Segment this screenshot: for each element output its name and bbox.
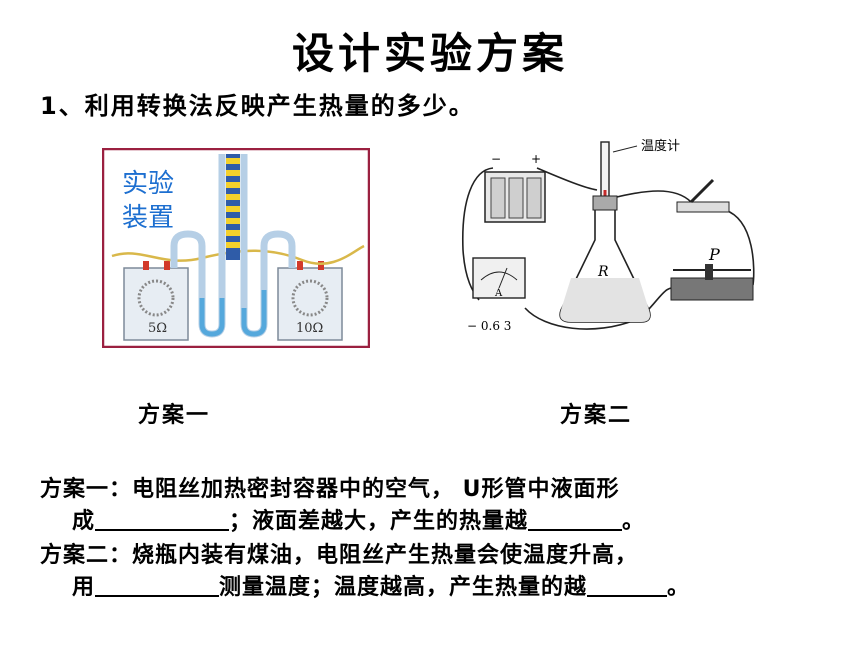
apparatus-label-line2: 装置: [122, 203, 174, 233]
battery-plus-label: +: [531, 152, 541, 166]
ammeter-terminal-labels: − 0.6 3: [467, 319, 511, 333]
plan-two-text-b: 测量温度；温度越高，产生热量的越: [219, 575, 588, 600]
plan-one-line1: 方案一：电阻丝加热密封容器中的空气， U形管中液面形: [40, 477, 620, 502]
right-container: [277, 267, 343, 341]
caption-plan-two: 方案二: [560, 403, 633, 428]
plan-two-line2: 用 测量温度；温度越高，产生热量的越 。: [40, 572, 840, 604]
experiment-apparatus-figure-1: 实验 装置 5Ω 10Ω: [102, 148, 370, 348]
kerosene: [560, 278, 650, 322]
right-resistor-label: 10Ω: [296, 321, 323, 336]
apparatus-label-line1: 实验: [122, 169, 174, 199]
plan-two-text-c: 。: [667, 575, 691, 600]
plan-one-text-c: 。: [622, 509, 646, 534]
switch: [676, 178, 730, 213]
section-subtitle: 1、利用转换法反映产生热量的多少。: [40, 92, 475, 120]
right-liquid: [241, 290, 267, 337]
left-container: [123, 267, 189, 341]
page-title: 设计实验方案: [291, 29, 568, 78]
ammeter: [472, 257, 526, 299]
circuit-wires: [461, 167, 755, 330]
plan-one-blank-2[interactable]: [528, 507, 623, 531]
right-coil: [291, 279, 329, 317]
battery: [484, 171, 546, 223]
plan-two-blank-2[interactable]: [587, 573, 668, 597]
plan-one-text-a: 成: [72, 509, 96, 534]
plan-one-text-b: ；液面差越大，产生的热量越: [229, 509, 529, 534]
ammeter-label: A: [494, 288, 503, 299]
plan-one-line2: 成 ；液面差越大，产生的热量越 。: [40, 506, 840, 538]
thermometer-label: 温度计: [641, 138, 680, 154]
flask-resistor-label: R: [597, 264, 609, 280]
stopper: [592, 195, 618, 211]
plan-two-text-a: 用: [72, 575, 96, 600]
rheostat-label: P: [708, 245, 720, 264]
plan-two-text: 方案二：烧瓶内装有煤油，电阻丝产生热量会使温度升高， 用 测量温度；温度越高，产生…: [40, 540, 840, 604]
battery-minus-label: −: [491, 152, 501, 166]
circuit-diagram-figure-2: − + 温度计 R A − 0.6 3 P: [461, 138, 755, 333]
left-resistor-label: 5Ω: [148, 321, 167, 336]
plan-two-line1: 方案二：烧瓶内装有煤油，电阻丝产生热量会使温度升高，: [40, 543, 639, 568]
left-liquid: [199, 298, 225, 337]
rheostat: [670, 264, 754, 301]
plan-one-blank-1[interactable]: [95, 507, 230, 531]
plan-two-blank-1[interactable]: [95, 573, 220, 597]
caption-plan-one: 方案一: [138, 403, 211, 428]
plan-one-text: 方案一：电阻丝加热密封容器中的空气， U形管中液面形 成 ；液面差越大，产生的热量…: [40, 474, 840, 538]
left-coil: [137, 279, 175, 317]
